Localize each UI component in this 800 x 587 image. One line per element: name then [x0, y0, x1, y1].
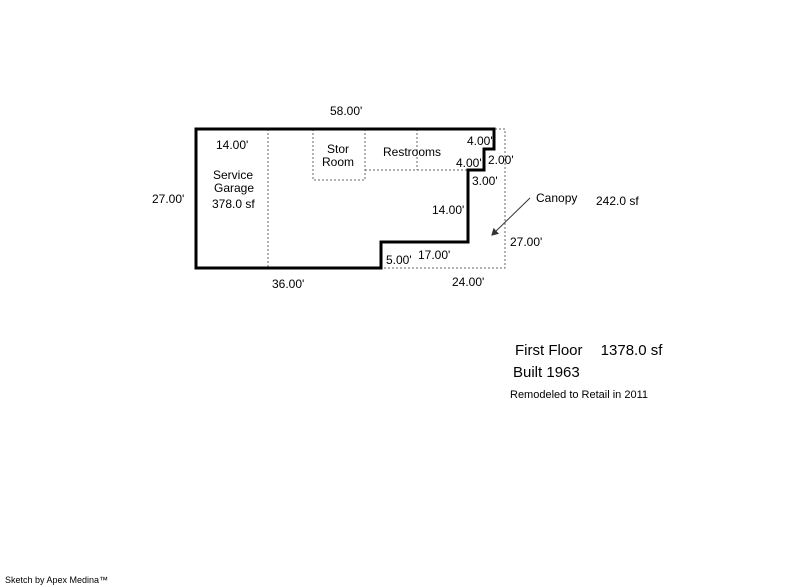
- dim-canopy-bottom: 24.00': [452, 275, 484, 289]
- dim-canopy-side: 27.00': [510, 235, 542, 249]
- dim-notch-top: 4.00': [467, 134, 493, 148]
- garage-label-2: Garage: [214, 181, 254, 195]
- canopy-area: 242.0 sf: [596, 194, 639, 208]
- building-outline: [194, 127, 496, 270]
- dim-bottom: 36.00': [272, 277, 304, 291]
- dim-right-14: 14.00': [432, 203, 464, 217]
- floor-summary: First Floor 1378.0 sf: [515, 342, 662, 359]
- restrooms-label: Restrooms: [383, 145, 441, 159]
- canopy-outline: [381, 128, 506, 269]
- garage-label-1: Service: [213, 168, 253, 182]
- sketch-credit: Sketch by Apex Medina™: [5, 575, 109, 585]
- dim-step-17: 17.00': [418, 248, 450, 262]
- dim-notch-inner: 4.00': [456, 156, 482, 170]
- dim-step-5: 5.00': [386, 253, 412, 267]
- built-year: Built 1963: [513, 364, 580, 381]
- floor-label: First Floor: [515, 342, 583, 359]
- stor-room-outline: [312, 129, 366, 181]
- stor-label-1: Stor: [327, 142, 349, 156]
- dim-garage-width: 14.00': [216, 138, 248, 152]
- dim-left: 27.00': [152, 192, 184, 206]
- garage-area: 378.0 sf: [212, 197, 255, 211]
- dim-notch-side: 2.00': [488, 153, 514, 167]
- canopy-label: Canopy: [536, 191, 577, 205]
- remodel-note: Remodeled to Retail in 2011: [510, 389, 648, 401]
- floor-area: 1378.0 sf: [600, 342, 663, 359]
- stor-label-2: Room: [322, 155, 354, 169]
- canopy-arrow-icon: [491, 197, 531, 236]
- dim-step-3: 3.00': [472, 174, 498, 188]
- dim-top: 58.00': [330, 104, 362, 118]
